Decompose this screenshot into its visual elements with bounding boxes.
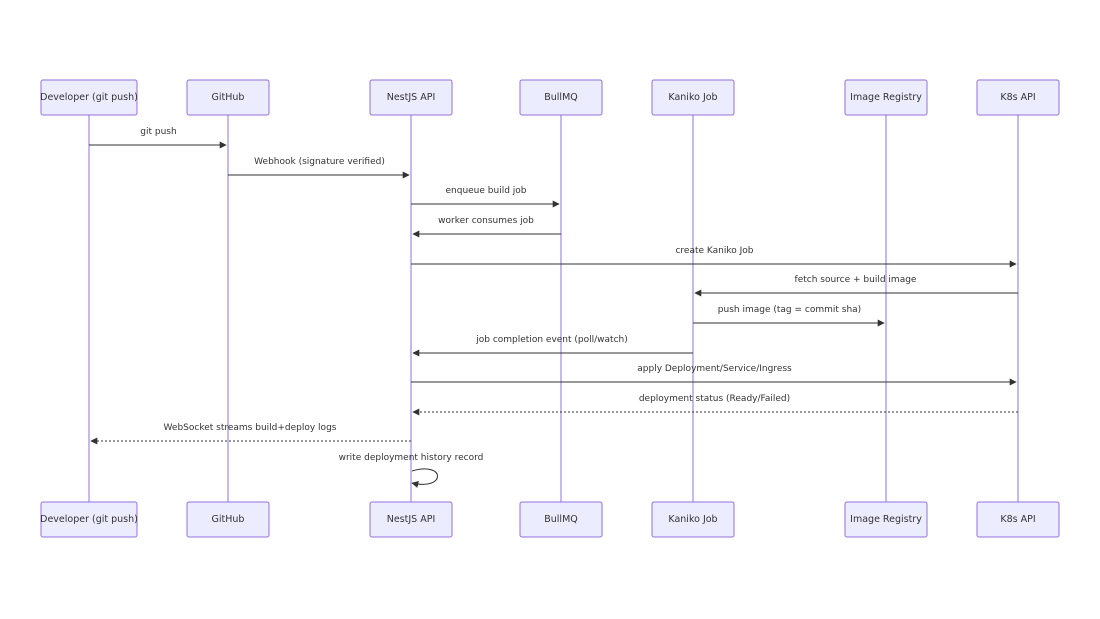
message-arrow — [411, 468, 438, 488]
actor-box — [651, 79, 735, 116]
actor-dev-top: Developer (git push) — [40, 79, 138, 116]
message-4: worker consumes job — [412, 216, 561, 238]
actor-box — [976, 79, 1060, 116]
actor-kaniko-top: Kaniko Job — [651, 79, 735, 116]
actor-label: Kaniko Job — [668, 514, 717, 525]
message-5: create Kaniko Job — [411, 246, 1017, 268]
message-8: job completion event (poll/watch) — [412, 335, 693, 357]
actor-label: NestJS API — [387, 514, 436, 525]
actor-box — [186, 501, 270, 538]
message-label: enqueue build job — [445, 186, 526, 196]
actor-dev-bottom: Developer (git push) — [40, 501, 138, 538]
message-7: push image (tag = commit sha) — [693, 305, 885, 327]
message-11: WebSocket streams build+deploy logs — [90, 423, 411, 445]
actor-box — [40, 79, 138, 116]
message-label: apply Deployment/Service/Ingress — [637, 364, 792, 374]
actor-box — [519, 501, 603, 538]
message-9: apply Deployment/Service/Ingress — [411, 364, 1017, 386]
message-label: create Kaniko Job — [675, 246, 753, 256]
actor-label: GitHub — [212, 514, 245, 525]
message-10: deployment status (Ready/Failed) — [412, 394, 1018, 416]
actor-label: K8s API — [1000, 514, 1035, 525]
message-6: fetch source + build image — [694, 275, 1018, 297]
actor-label: GitHub — [212, 92, 245, 103]
actor-label: Image Registry — [850, 514, 922, 525]
actor-label: NestJS API — [387, 92, 436, 103]
message-label: push image (tag = commit sha) — [718, 305, 861, 315]
message-12: write deployment history record — [339, 453, 484, 488]
actor-label: BullMQ — [544, 92, 578, 103]
actor-label: BullMQ — [544, 514, 578, 525]
actor-box — [844, 501, 928, 538]
message-label: worker consumes job — [438, 216, 534, 226]
actor-label: K8s API — [1000, 92, 1035, 103]
actor-label: Image Registry — [850, 92, 922, 103]
actor-mq-top: BullMQ — [519, 79, 603, 116]
actor-k8s-top: K8s API — [976, 79, 1060, 116]
actor-box — [40, 501, 138, 538]
actor-reg-top: Image Registry — [844, 79, 928, 116]
actor-label: Developer (git push) — [40, 92, 138, 103]
message-3: enqueue build job — [411, 186, 560, 208]
actor-label: Kaniko Job — [668, 92, 717, 103]
actor-box — [369, 79, 453, 116]
message-2: Webhook (signature verified) — [228, 157, 410, 179]
actor-api-bottom: NestJS API — [369, 501, 453, 538]
actor-box — [844, 79, 928, 116]
actor-gh-top: GitHub — [186, 79, 270, 116]
actor-box — [651, 501, 735, 538]
actor-k8s-bottom: K8s API — [976, 501, 1060, 538]
actor-box — [369, 501, 453, 538]
actor-box — [976, 501, 1060, 538]
message-label: WebSocket streams build+deploy logs — [164, 423, 337, 433]
message-label: deployment status (Ready/Failed) — [639, 394, 790, 404]
actor-reg-bottom: Image Registry — [844, 501, 928, 538]
message-label: git push — [140, 127, 176, 137]
actor-kaniko-bottom: Kaniko Job — [651, 501, 735, 538]
message-label: Webhook (signature verified) — [254, 157, 385, 167]
message-label: job completion event (poll/watch) — [475, 335, 627, 345]
message-1: git push — [89, 127, 227, 149]
message-label: fetch source + build image — [795, 275, 917, 285]
actor-box — [186, 79, 270, 116]
actor-box — [519, 79, 603, 116]
actor-label: Developer (git push) — [40, 514, 138, 525]
message-label: write deployment history record — [339, 453, 484, 463]
actor-mq-bottom: BullMQ — [519, 501, 603, 538]
actor-api-top: NestJS API — [369, 79, 453, 116]
actor-gh-bottom: GitHub — [186, 501, 270, 538]
